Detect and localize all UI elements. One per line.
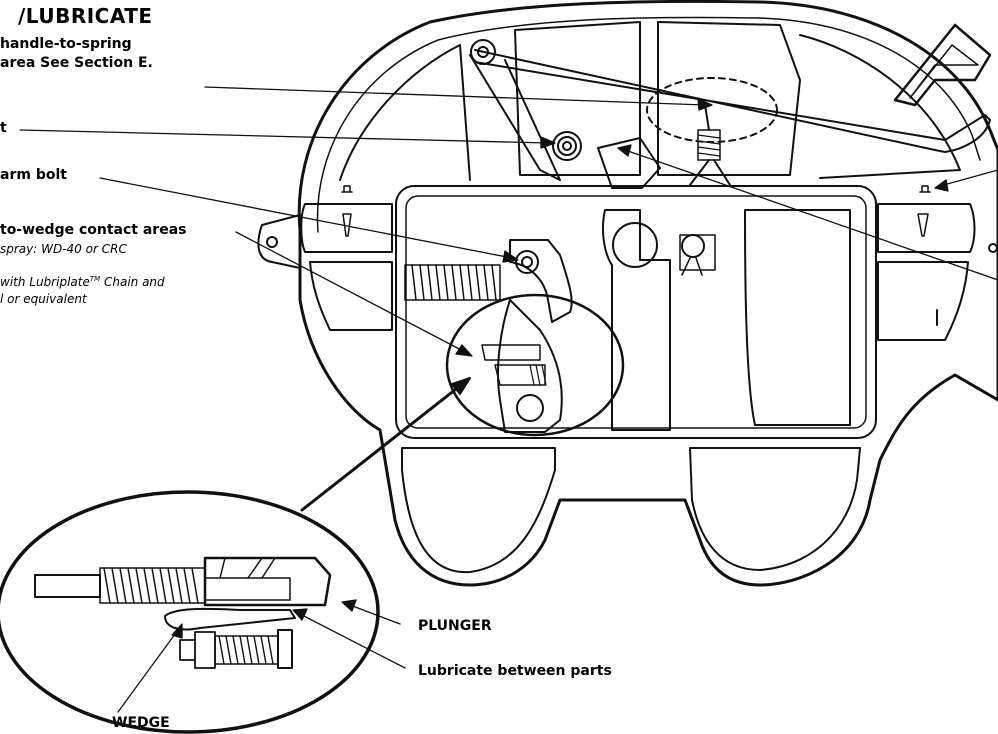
right-ear-hole: [988, 243, 998, 253]
mechanism-frame: [395, 185, 877, 439]
lower-left-leg: [401, 447, 556, 574]
detail-plunger-coils: [103, 567, 199, 604]
lock-arm-hole: [516, 394, 544, 422]
right-slot-bottom: [877, 261, 969, 341]
plate-inner-rim: [316, 16, 981, 233]
detail-plunger-body: [203, 556, 332, 607]
callout-contact-areas: to-wedge contact areas: [0, 222, 187, 238]
leader-wedge: [117, 629, 179, 713]
plunger-label: PLUNGER: [418, 618, 492, 634]
arrow-bolt: [540, 136, 556, 149]
callout-bolt: t: [0, 120, 7, 136]
lubriplate-note: with LubriplateTM Chain and: [0, 275, 165, 289]
callout-handle-spring-line2: area See Section E.: [0, 55, 153, 71]
upper-window-center: [514, 21, 641, 176]
detail-wedge-coils: [218, 635, 274, 665]
small-wedge-spring: [529, 364, 547, 386]
leader-lubricate: [299, 613, 406, 669]
arrow-right-rail: [934, 179, 949, 192]
kingpin-throat: [602, 209, 671, 431]
handle-grip: [893, 23, 992, 107]
lower-right-leg: [689, 447, 861, 571]
cotter-pin-head: [681, 234, 705, 258]
leader-plunger: [349, 604, 401, 625]
callout-arm-bolt: arm bolt: [0, 167, 67, 183]
callout-handle-spring-line1: handle-to-spring: [0, 36, 132, 52]
detail-ellipse: [0, 490, 380, 734]
right-slot-top: [877, 203, 976, 253]
detail-plunger-face: [204, 577, 291, 601]
handle-spring: [697, 129, 721, 161]
arrow-lubricate: [292, 608, 308, 621]
upper-window-center-right: [657, 21, 801, 176]
right-channel-inner: [679, 234, 716, 271]
plate-outline: [297, 0, 998, 587]
upper-bolt-outer: [552, 131, 582, 161]
left-ear-hole: [266, 236, 278, 248]
left-slot-bottom: [309, 261, 393, 331]
handle-spring-dashed-area: [646, 77, 778, 143]
lock-arm-bolt: [515, 250, 539, 274]
arrow-plunger: [341, 599, 357, 612]
right-channel: [744, 209, 851, 426]
lock-arm: [497, 299, 563, 433]
leader-right-rail: [939, 169, 998, 187]
small-wedge: [494, 364, 546, 386]
leader-handle-spring: [204, 86, 706, 106]
small-plunger: [481, 344, 541, 361]
arrow-handle-spring: [697, 98, 713, 111]
lubricate-between-label: Lubricate between parts: [418, 663, 612, 679]
right-slot-marker: [917, 213, 929, 237]
detail-connector-line: [300, 380, 467, 512]
upper-rib-right: [799, 34, 961, 179]
leader-bolt: [19, 129, 549, 144]
right-rail-bolt: [919, 185, 931, 193]
spring-link: [689, 104, 731, 186]
handle-link: [469, 54, 561, 181]
detail-wedge: [164, 607, 296, 631]
kingpin-lock-circle: [612, 222, 658, 268]
left-rail-bolt: [341, 185, 353, 193]
left-slot-top: [300, 203, 393, 253]
mechanism-frame-inner: [405, 195, 867, 429]
left-ear: [257, 214, 301, 269]
detail-plunger-marks: [219, 557, 276, 579]
handle-pivot-inner: [477, 46, 489, 58]
cam-block: [597, 137, 661, 189]
spray-note: spray: WD-40 or CRC: [0, 242, 127, 256]
detail-highlight-circle: [445, 293, 625, 437]
arrow-right-cam: [617, 144, 632, 157]
upper-rib-left: [339, 44, 471, 181]
page-title: /LUBRICATE: [18, 4, 153, 28]
detail-wedge-nut: [277, 629, 293, 669]
release-handle: [474, 49, 991, 153]
detail-connector-arrow: [451, 377, 471, 395]
leader-arm-bolt: [99, 177, 513, 259]
handle-spring-coils: [697, 134, 721, 157]
cotter-pin-legs: [681, 257, 703, 276]
arrow-contact-areas: [455, 344, 473, 357]
left-slot-marker: [342, 213, 352, 237]
arrow-arm-bolt: [502, 250, 519, 263]
equivalent-note: l or equivalent: [0, 292, 87, 306]
lock-arm-bolt-inner: [521, 256, 533, 268]
arrow-wedge: [171, 623, 183, 639]
detail-plunger-rod: [34, 574, 101, 598]
main-spring-coils: [411, 264, 497, 301]
leader-contact-areas: [235, 231, 466, 353]
upper-bolt-inner: [562, 141, 572, 151]
detail-wedge-bolt: [179, 631, 216, 669]
leader-right-cam: [624, 149, 998, 281]
handle-pivot: [470, 39, 496, 65]
handle-grip-inner: [909, 44, 979, 99]
upper-bolt-mid: [557, 136, 577, 156]
